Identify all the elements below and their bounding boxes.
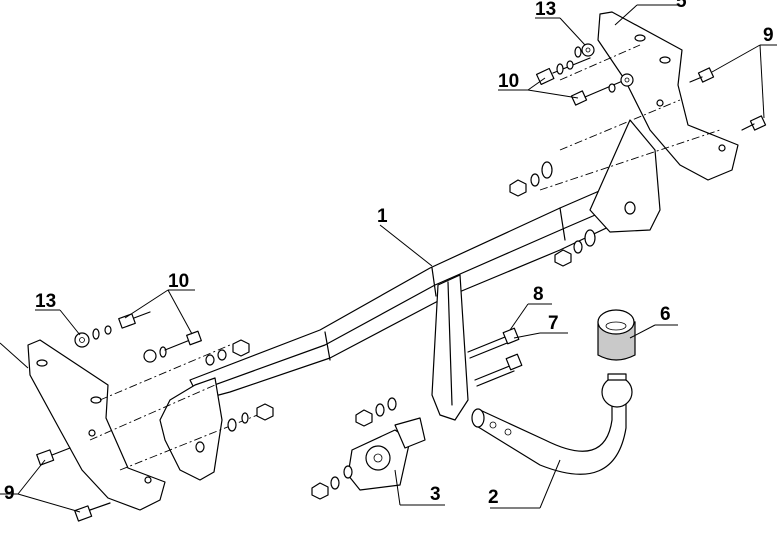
callout-7: 7	[548, 313, 559, 334]
callout-6: 6	[660, 304, 671, 325]
callout-9-bottom-left: 9	[4, 483, 15, 504]
callout-13-left: 13	[35, 291, 56, 312]
callout-1: 1	[377, 206, 388, 227]
beam-bracket-right	[589, 119, 661, 233]
fastener-group-left	[36, 311, 274, 522]
callout-13-top: 13	[535, 0, 556, 20]
callout-10-top: 10	[498, 71, 519, 92]
socket-plate	[311, 397, 426, 500]
ball-cover	[597, 309, 636, 361]
callout-labels: 1 2 3 5 6 7 8 9 9 10 10 13 13	[4, 0, 774, 508]
leader-lines	[0, 4, 777, 513]
long-bolts	[467, 327, 523, 387]
side-bracket-left	[27, 339, 166, 511]
fastener-group-right	[509, 161, 596, 267]
callout-3: 3	[430, 484, 441, 505]
callout-9-top-right: 9	[763, 25, 774, 46]
beam-bracket-left	[159, 377, 223, 481]
callout-2: 2	[488, 487, 499, 508]
callout-8: 8	[533, 284, 544, 305]
tow-arm	[471, 373, 633, 475]
callout-10-left: 10	[168, 271, 189, 292]
cross-beam	[189, 181, 651, 401]
center-mount-bracket	[431, 274, 469, 421]
callout-5: 5	[676, 0, 687, 12]
